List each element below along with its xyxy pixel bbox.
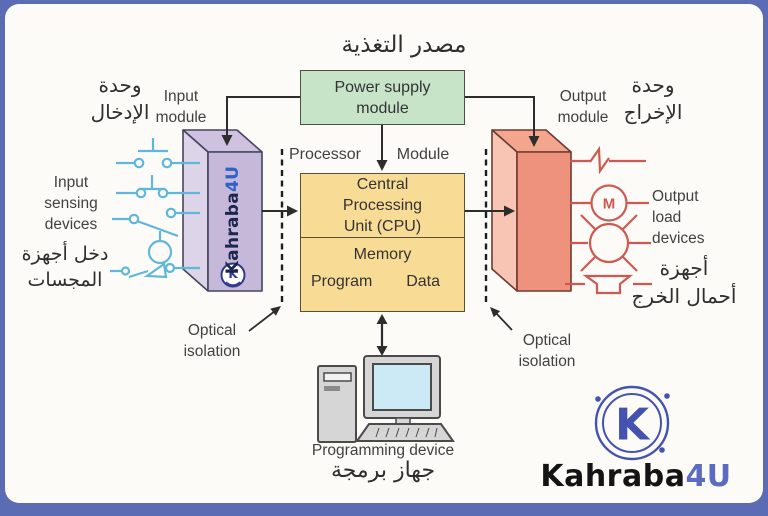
cpu-memory-box: Central Processing Unit (CPU) Memory Pro…: [300, 173, 465, 312]
float-switch-symbol: [147, 231, 173, 265]
output-load-devices-label-arabic: أجهزة أحمال الخرج: [631, 256, 737, 308]
kahraba4u-logo-text: Kahraba4U: [538, 459, 734, 494]
signal-flow-arrows: [262, 205, 515, 217]
watermark-k-letter: K: [228, 267, 238, 281]
motor-symbol: [570, 184, 649, 222]
programming-link-arrow: [376, 314, 388, 356]
optical-isolation-pointers: [248, 306, 513, 332]
power-supply-title-arabic: مصدر التغذية: [341, 32, 467, 58]
output-module-label: Output module: [557, 88, 609, 126]
memory-data-label: Data: [406, 273, 440, 290]
solenoid-symbol: [570, 145, 646, 175]
programming-device-graphic: [317, 355, 455, 443]
memory-section: Memory Program Data: [301, 238, 464, 291]
programming-device-label: Programming device: [311, 442, 455, 459]
watermark-brand: Kahraba: [223, 191, 243, 275]
watermark-suffix: 4U: [223, 165, 243, 192]
limit-switch-symbol: [110, 262, 200, 279]
memory-program-label: Program: [311, 273, 373, 290]
power-arrowheads: [221, 135, 540, 171]
logo-k-letter: K: [615, 400, 651, 451]
processor-label: Processor: [288, 146, 362, 163]
computer-tower-icon: [317, 365, 357, 443]
lamp-symbol: [570, 214, 651, 272]
cpu-section: Central Processing Unit (CPU): [301, 174, 464, 238]
motor-letter: M: [603, 196, 616, 213]
input-sensing-symbols: [110, 138, 200, 279]
programming-device-label-arabic: جهاز برمجة: [330, 458, 436, 483]
horn-symbol: [565, 274, 652, 295]
input-sensing-devices-label-arabic: دخل أجهزة المجسات: [21, 243, 109, 291]
memory-title: Memory: [353, 246, 412, 263]
output-load-devices-label: Output load devices: [652, 188, 705, 247]
pushbutton-nc-symbol: [116, 175, 200, 199]
logo-brand: Kahraba: [540, 459, 686, 494]
input-sensing-devices-label: Input sensing devices: [44, 174, 98, 233]
watermark-logo-mark: K: [220, 262, 246, 288]
optical-isolation-dashed-lines: [280, 149, 488, 304]
optical-isolation-label-right: Optical isolation: [518, 332, 576, 370]
keyboard-icon: [355, 423, 455, 442]
input-module-watermark-text: Kahraba4U: [223, 160, 247, 280]
output-module-label-arabic: وحدة الإخراج: [623, 73, 683, 124]
input-module-label: Input module: [155, 88, 207, 126]
selector-switch-symbol: [112, 207, 200, 238]
optical-isolation-label-left: Optical isolation: [183, 322, 241, 360]
module-label: Module: [396, 146, 450, 163]
power-supply-module-box: Power supply module: [300, 70, 465, 125]
pushbutton-no-symbol: [116, 138, 200, 169]
input-module-label-arabic: وحدة الإدخال: [90, 73, 150, 124]
kahraba4u-logo-mark: K: [594, 385, 670, 461]
power-connection-lines: [226, 96, 535, 160]
output-load-symbols: [565, 145, 652, 295]
logo-suffix: 4U: [685, 459, 732, 494]
